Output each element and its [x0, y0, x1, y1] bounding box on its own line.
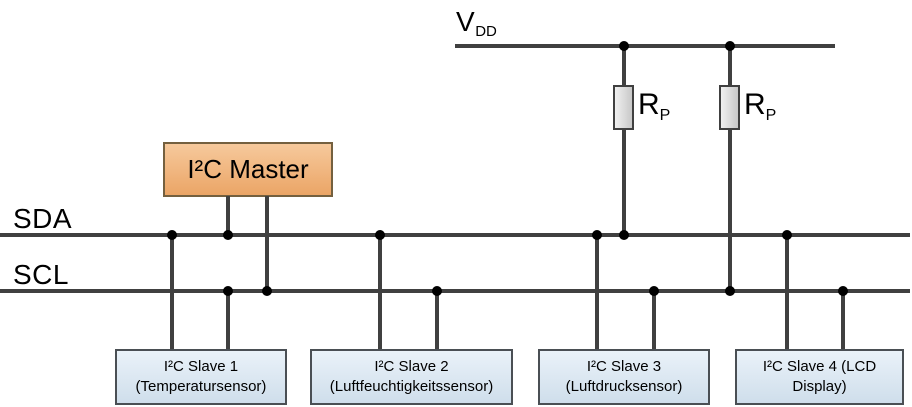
slave3-sda-pin-wire: [595, 235, 599, 349]
i2c-slave2-label-line1: I²C Slave 2: [374, 358, 449, 375]
slave4-scl-pin-wire: [841, 291, 845, 349]
slave2-sda-pin-wire: [378, 235, 382, 349]
i2c-slave1-label-line1: I²C Slave 1: [163, 358, 239, 375]
slave3-scl-pin-wire: [652, 291, 656, 349]
rp1-label-subscript: P: [659, 107, 671, 124]
i2c-slave1-label-line2: (Temperatursensor): [135, 378, 267, 395]
junction-dot-sda-pullup1: [619, 230, 629, 240]
junction-dot-sda-slave1: [167, 230, 177, 240]
rp2-label-subscript: P: [765, 107, 777, 124]
junction-dot-scl-pullup2: [725, 286, 735, 296]
sda-bus-wire: [0, 233, 910, 237]
slave1-scl-pin-wire: [226, 291, 230, 349]
pullup-resistor-1: [613, 85, 634, 130]
vdd-label-subscript: DD: [475, 23, 497, 40]
junction-dot-sda-master: [223, 230, 233, 240]
i2c-slave3-label-line2: (Luftdrucksensor): [565, 378, 683, 395]
junction-dot-sda-slave3: [592, 230, 602, 240]
pullup-resistor-2-label: RP: [744, 88, 777, 124]
i2c-slave2-label-line2: (Luftfeuchtigkeitssensor): [329, 378, 494, 395]
junction-dot-scl-slave4: [838, 286, 848, 296]
vdd-label: VDD: [456, 6, 497, 40]
junction-dot-sda-slave4: [782, 230, 792, 240]
slave4-sda-pin-wire: [785, 235, 789, 349]
slave2-scl-pin-wire: [435, 291, 439, 349]
i2c-slave4-label-line2: Display): [792, 378, 847, 395]
scl-bus-wire: [0, 289, 910, 293]
junction-dot-scl-slave1: [223, 286, 233, 296]
junction-dot-vdd-r1: [619, 41, 629, 51]
master-scl-pin-wire: [265, 196, 269, 293]
i2c-slave4-label-line1: I²C Slave 4 (LCD: [762, 358, 877, 375]
slave1-sda-pin-wire: [170, 235, 174, 349]
vdd-label-main: V: [456, 6, 476, 37]
i2c-slave2-box: I²C Slave 2 (Luftfeuchtigkeitssensor): [310, 349, 513, 405]
junction-dot-scl-slave2: [432, 286, 442, 296]
i2c-master-box: I²C Master: [163, 142, 333, 197]
i2c-master-label: I²C Master: [187, 154, 309, 184]
i2c-slave3-label-line1: I²C Slave 3: [586, 358, 662, 375]
rp1-label-main: R: [638, 88, 660, 121]
junction-dot-scl-slave3: [649, 286, 659, 296]
rp2-label-main: R: [744, 88, 766, 121]
i2c-slave3-box: I²C Slave 3 (Luftdrucksensor): [538, 349, 710, 405]
i2c-slave1-box: I²C Slave 1 (Temperatursensor): [115, 349, 287, 405]
sda-label: SDA: [13, 203, 73, 234]
scl-label: SCL: [13, 259, 69, 290]
pullup-resistor-1-label: RP: [638, 88, 671, 124]
vdd-rail-wire: [455, 44, 835, 48]
i2c-slave4-box: I²C Slave 4 (LCD Display): [735, 349, 904, 405]
junction-dot-scl-master: [262, 286, 272, 296]
pullup2-wire: [728, 46, 732, 293]
junction-dot-vdd-r2: [725, 41, 735, 51]
pullup1-wire: [622, 46, 626, 237]
master-sda-pin-wire: [226, 196, 230, 237]
junction-dot-sda-slave2: [375, 230, 385, 240]
pullup-resistor-2: [719, 85, 740, 130]
